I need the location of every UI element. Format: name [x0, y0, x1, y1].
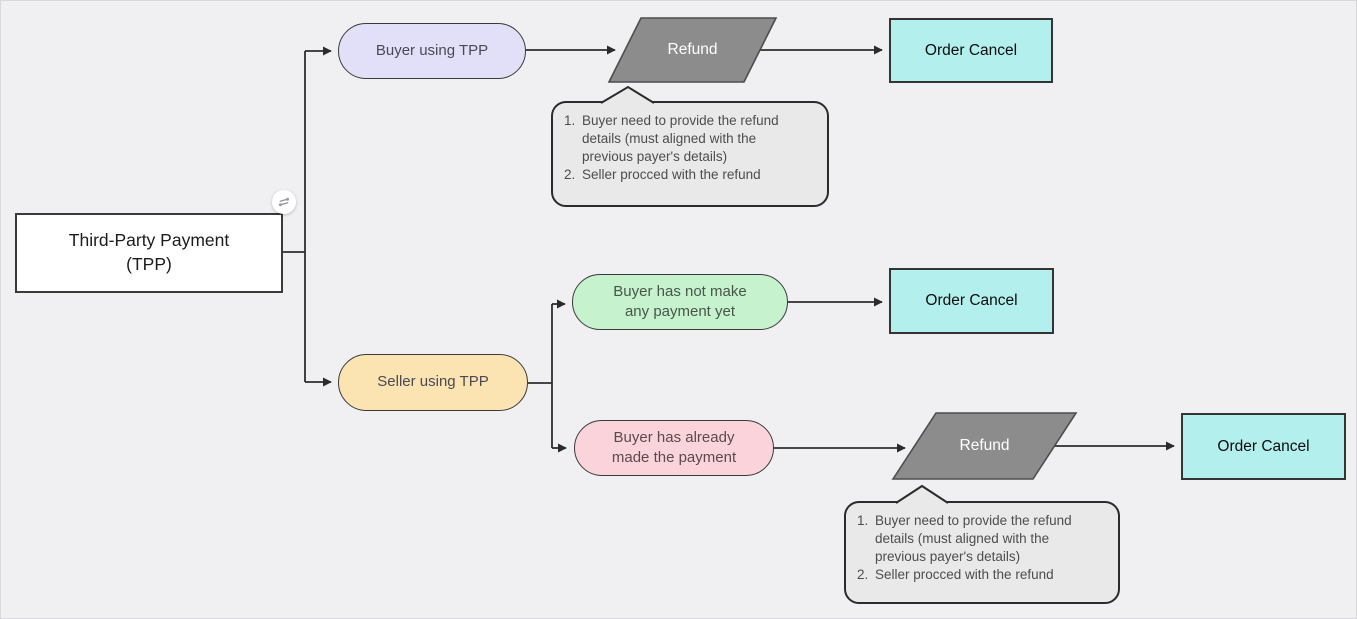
- callout-refund-note-1[interactable]: Buyer need to provide the refund details…: [551, 101, 829, 207]
- refund-note-2-item-1: Buyer need to provide the refund details…: [872, 512, 1080, 566]
- callout-refund-note-2[interactable]: Buyer need to provide the refund details…: [844, 501, 1120, 604]
- node-buyer-using-tpp[interactable]: Buyer using TPP: [338, 23, 526, 79]
- quick-connector-icon[interactable]: [272, 190, 296, 214]
- node-refund-2[interactable]: [891, 412, 1078, 480]
- node-seller-using-tpp[interactable]: Seller using TPP: [338, 354, 528, 411]
- refund-note-1-item-2: Seller procced with the refund: [579, 166, 787, 184]
- node-order-cancel-1[interactable]: Order Cancel: [889, 18, 1053, 83]
- node-order-cancel-2[interactable]: Order Cancel: [889, 268, 1054, 334]
- node-buyer-no-payment[interactable]: Buyer has not make any payment yet: [572, 274, 788, 330]
- refund-note-1-list: Buyer need to provide the refund details…: [553, 112, 827, 184]
- node-seller-using-tpp-label: Seller using TPP: [377, 373, 489, 391]
- node-buyer-no-payment-label: Buyer has not make any payment yet: [613, 282, 747, 320]
- node-buyer-using-tpp-label: Buyer using TPP: [375, 41, 489, 59]
- node-order-cancel-2-label: Order Cancel: [925, 292, 1018, 309]
- refund-note-2-list: Buyer need to provide the refund details…: [846, 512, 1118, 584]
- node-order-cancel-3-label: Order Cancel: [1217, 437, 1310, 455]
- refund-note-2-item-2: Seller procced with the refund: [872, 566, 1080, 584]
- refund-note-1-item-1: Buyer need to provide the refund details…: [579, 112, 787, 166]
- node-third-party-payment[interactable]: Third-Party Payment (TPP): [15, 213, 283, 293]
- node-order-cancel-1-label: Order Cancel: [924, 41, 1018, 59]
- node-refund-1[interactable]: [607, 17, 778, 83]
- node-buyer-already-paid-label: Buyer has already made the payment: [611, 428, 737, 466]
- quick-connector-glyph: [278, 197, 290, 207]
- node-order-cancel-3[interactable]: Order Cancel: [1181, 413, 1346, 480]
- node-buyer-already-paid[interactable]: Buyer has already made the payment: [574, 420, 774, 476]
- node-third-party-payment-label: Third-Party Payment (TPP): [68, 230, 230, 274]
